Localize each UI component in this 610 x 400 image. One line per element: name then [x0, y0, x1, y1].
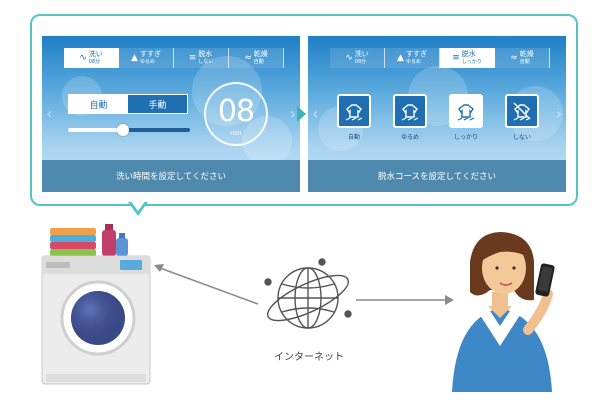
- step-name: 脱水: [198, 50, 213, 58]
- spin-option-button[interactable]: [449, 94, 483, 128]
- step-3[interactable]: ≡脱水しない: [174, 48, 229, 68]
- shirt-spin-icon: [457, 104, 475, 121]
- step-sub: ゆるめ: [405, 59, 421, 65]
- timer-display: 08 min: [204, 82, 268, 146]
- spin-option-button[interactable]: [393, 94, 427, 128]
- slider-knob[interactable]: [116, 124, 129, 136]
- spin-option-label: ゆるめ: [400, 134, 419, 141]
- step-name: 脱水: [461, 50, 476, 58]
- step-sub: 自動: [253, 59, 264, 65]
- user-with-smartphone-icon: [452, 232, 555, 392]
- detergent-bottle-icon: [102, 224, 128, 256]
- step-name: すすぎ: [139, 50, 161, 58]
- mode-toggle: 自動 手動: [68, 94, 188, 114]
- towel-stack-icon: [50, 228, 96, 256]
- timer-unit: min: [230, 130, 242, 137]
- step-text: 脱水しっかり: [462, 50, 482, 66]
- step-sub: 08分: [354, 59, 367, 65]
- washing-machine-icon: [41, 255, 151, 385]
- step-sub: ゆるめ: [139, 59, 155, 65]
- timer-value: 08: [217, 94, 255, 129]
- shirt-spin-icon: [345, 104, 363, 121]
- dry-icon: ≈: [510, 53, 518, 63]
- spin-option[interactable]: 自動: [336, 94, 372, 141]
- flow-arrow-icon: [297, 106, 306, 122]
- rinse-icon: ▲: [131, 53, 138, 63]
- footer-instruction: 脱水コースを設定してください: [308, 160, 566, 192]
- wash-icon: ∿: [79, 53, 87, 63]
- dry-icon: ≈: [244, 53, 252, 63]
- spin-icon: ≡: [188, 53, 197, 63]
- step-sub: 08分: [88, 59, 101, 65]
- speech-bubble-tail-inner: [130, 200, 146, 211]
- shirt-spin-icon: [401, 104, 419, 121]
- internet-label: インターネット: [274, 352, 344, 363]
- step-text: 乾燥自動: [254, 50, 268, 66]
- spin-options: 自動 ゆるめ しっかり しない: [336, 94, 540, 141]
- chevron-right-icon[interactable]: ›: [289, 104, 296, 123]
- step-text: すすぎゆるめ: [140, 50, 161, 66]
- arrow-to-user: [356, 295, 454, 305]
- spin-option-button[interactable]: [505, 94, 539, 128]
- shirt-spin-icon: [513, 102, 531, 121]
- chevron-right-icon[interactable]: ›: [555, 104, 562, 123]
- slider-fill: [68, 128, 123, 132]
- mode-auto-button[interactable]: 自動: [69, 95, 128, 113]
- step-text: 脱水しない: [198, 50, 213, 66]
- step-sub: しない: [198, 59, 214, 65]
- wash-icon: ∿: [345, 53, 353, 63]
- spin-option[interactable]: しない: [504, 94, 540, 141]
- step-2[interactable]: ▲すすぎゆるめ: [385, 48, 440, 68]
- step-name: すすぎ: [405, 50, 427, 58]
- step-name: 洗い: [88, 50, 103, 58]
- step-4[interactable]: ≈乾燥自動: [495, 48, 550, 68]
- arrow-to-washer: [154, 264, 259, 305]
- mode-manual-button[interactable]: 手動: [128, 95, 187, 113]
- chevron-left-icon[interactable]: ‹: [312, 104, 319, 123]
- step-text: すすぎゆるめ: [406, 50, 427, 66]
- spin-option-button[interactable]: [337, 94, 371, 128]
- wash-time-slider[interactable]: [68, 124, 190, 136]
- spin-option[interactable]: しっかり: [448, 94, 484, 141]
- spin-option[interactable]: ゆるめ: [392, 94, 428, 141]
- step-4[interactable]: ≈乾燥自動: [229, 48, 284, 68]
- step-3[interactable]: ≡脱水しっかり: [440, 48, 495, 68]
- globe-icon: [264, 258, 352, 329]
- step-name: 乾燥: [253, 50, 268, 58]
- step-sub: しっかり: [461, 59, 482, 65]
- spin-option-label: しっかり: [453, 134, 478, 141]
- step-2[interactable]: ▲すすぎゆるめ: [119, 48, 174, 68]
- step-text: 乾燥自動: [520, 50, 534, 66]
- chevron-left-icon[interactable]: ‹: [46, 104, 53, 123]
- spin-option-label: 自動: [347, 134, 360, 141]
- footer-instruction: 洗い時間を設定してください: [42, 160, 300, 192]
- step-name: 洗い: [354, 50, 369, 58]
- step-sub: 自動: [519, 59, 530, 65]
- spin-option-label: しない: [512, 134, 531, 141]
- spin-icon: ≡: [452, 53, 460, 63]
- step-name: 乾燥: [519, 50, 534, 58]
- rinse-icon: ▲: [397, 53, 404, 63]
